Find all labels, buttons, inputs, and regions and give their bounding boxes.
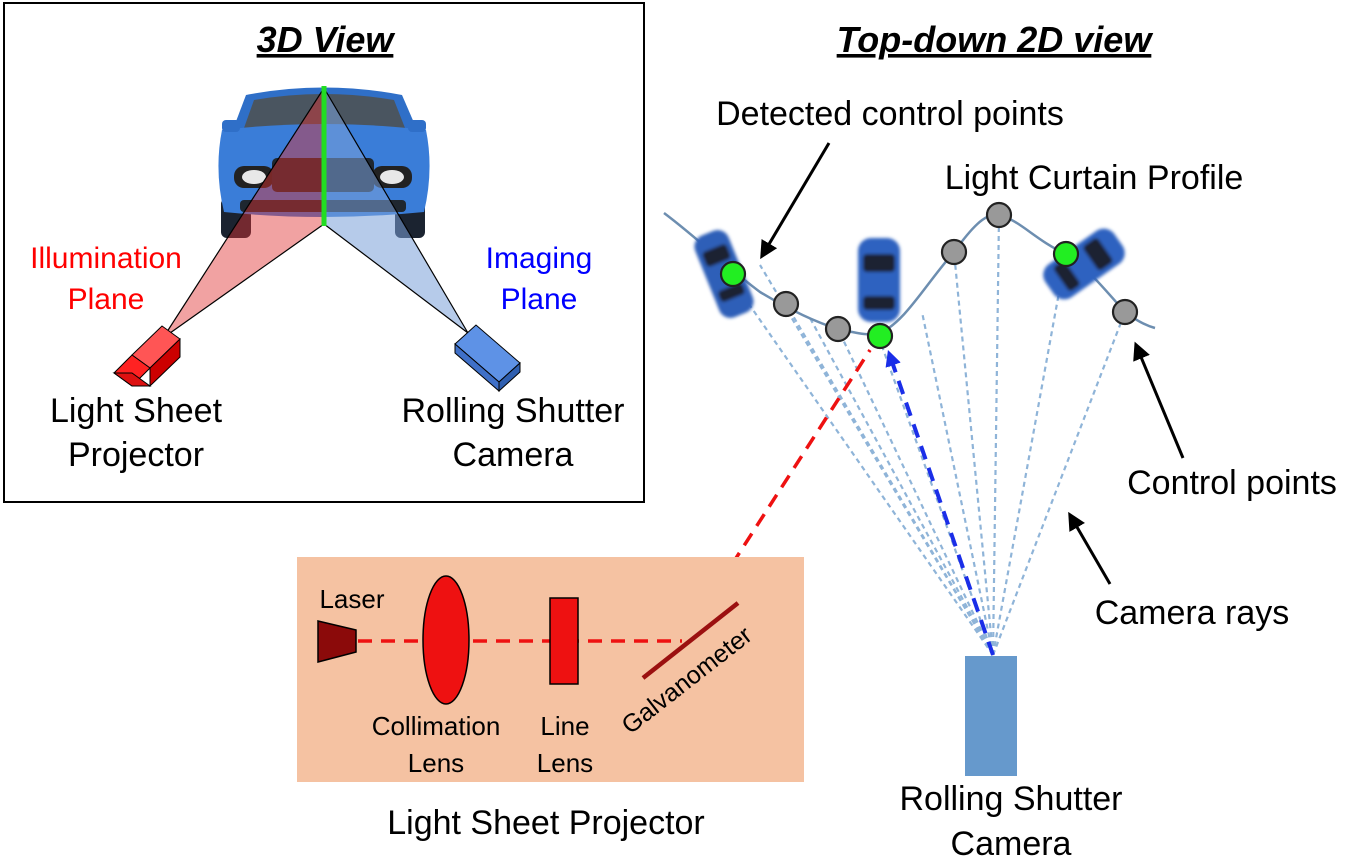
rolling-shutter-camera-3d: [454, 324, 521, 393]
imaging-plane-label-1: Imaging: [486, 242, 593, 275]
projector-label-2: Projector: [68, 436, 204, 474]
control-point: [985, 201, 1013, 229]
control-point: [940, 238, 968, 266]
control-points: [772, 201, 1139, 343]
camera-rays-arrow: [1068, 511, 1112, 585]
illumination-plane-label-2: Plane: [68, 283, 145, 316]
laser-icon: [317, 620, 357, 663]
control-point: [1111, 298, 1139, 326]
detected-control-point: [866, 322, 894, 350]
detected-control-point: [1052, 240, 1080, 268]
detected-points-arrow: [760, 142, 831, 260]
control-point: [772, 290, 800, 318]
detected-control-point: [719, 260, 747, 288]
camera-rays-label: Camera rays: [1095, 594, 1290, 632]
camera-3d-label-1: Rolling Shutter: [401, 392, 624, 430]
panel-2d-title: Top-down 2D view: [837, 19, 1154, 60]
line-lens-icon: [549, 597, 579, 685]
car-top-icon-center: [858, 238, 900, 322]
projector-label-1: Light Sheet: [50, 392, 223, 430]
laser-label: Laser: [319, 584, 384, 614]
light-sheet-projector-title: Light Sheet Projector: [387, 804, 705, 842]
illumination-plane-label-1: Illumination: [30, 242, 182, 275]
panel-3d-view: 3D View: [3, 2, 645, 503]
detected-control-points: [719, 240, 1080, 350]
car-top-icon-right: [1043, 228, 1125, 300]
panel-3d-title: 3D View: [257, 19, 396, 60]
camera-2d-label-1: Rolling Shutter: [899, 780, 1122, 818]
line-lens-label-2: Lens: [537, 748, 593, 778]
camera-2d-label-2: Camera: [951, 825, 1072, 861]
camera-ray-arrow: [885, 349, 995, 656]
collimation-lens-icon: [422, 575, 470, 705]
light-curtain-profile-curve: [663, 212, 1156, 336]
rolling-shutter-camera-2d: [965, 656, 1017, 776]
line-lens-label-1: Line: [540, 711, 589, 741]
control-points-arrow: [1133, 341, 1185, 459]
panel-light-sheet-projector: Laser Collimation Lens Line Lens Galvano…: [297, 557, 804, 842]
detected-control-points-label: Detected control points: [716, 95, 1064, 133]
camera-rays: [727, 214, 1127, 656]
camera-3d-label-2: Camera: [453, 436, 574, 474]
control-points-label: Control points: [1127, 464, 1337, 502]
collimation-lens-label-2: Lens: [408, 748, 464, 778]
light-curtain-profile-label: Light Curtain Profile: [945, 159, 1244, 197]
galvanometer-mirror-icon: [641, 601, 740, 680]
imaging-plane-label-2: Plane: [501, 283, 578, 316]
light-sheet-projector-3d: [112, 325, 181, 388]
collimation-lens-label-1: Collimation: [372, 711, 501, 741]
control-point: [824, 315, 852, 343]
